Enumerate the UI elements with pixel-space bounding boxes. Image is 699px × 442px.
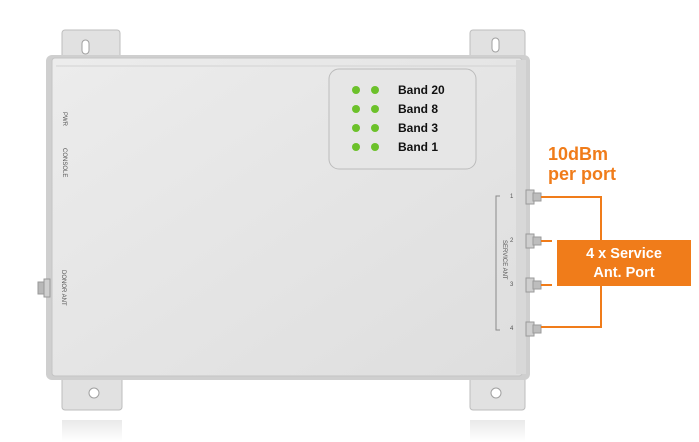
band-20-led-b (371, 86, 379, 94)
band-label: Band 20 (398, 83, 445, 97)
port-number: 3 (510, 282, 514, 288)
band-label: Band 8 (398, 102, 438, 116)
donor-ant-label: DONOR ANT (60, 270, 66, 306)
band-20-led-a (352, 86, 360, 94)
service-ant-connectors (525, 189, 542, 337)
band-label: Band 3 (398, 121, 438, 135)
service-port-3 (525, 277, 542, 293)
band-label: Band 1 (398, 140, 438, 154)
service-port-2 (525, 233, 542, 249)
callout-line-1: 4 x Service (586, 246, 662, 262)
band-8-led-b (371, 105, 379, 113)
port-number: 4 (510, 326, 514, 332)
power-value-text: 10dBm (548, 144, 608, 164)
service-port-callout: 4 x Service Ant. Port (557, 240, 691, 286)
service-port-4 (525, 321, 542, 337)
service-ant-group: SERVICE ANT 1 2 3 4 (495, 194, 514, 332)
band-1-led-a (352, 143, 360, 151)
power-unit-text: per port (548, 164, 616, 184)
band-8-led-a (352, 105, 360, 113)
band-row: Band 8 (352, 102, 438, 116)
band-row: Band 20 (352, 83, 445, 97)
led-status-panel: Band 20 Band 8 Band 3 Band 1 (328, 68, 477, 170)
band-3-led-b (371, 124, 379, 132)
port-number: 1 (510, 194, 514, 200)
band-row: Band 1 (352, 140, 438, 154)
band-3-led-a (352, 124, 360, 132)
floor-reflection (62, 420, 525, 442)
port-number: 2 (510, 238, 514, 244)
callout-line-2: Ant. Port (593, 265, 654, 281)
left-side-labels: PWR CONSOLE DONOR ANT (60, 112, 67, 306)
donor-ant-port (37, 278, 51, 298)
console-label: CONSOLE (61, 148, 67, 177)
band-row: Band 3 (352, 121, 438, 135)
pwr-label: PWR (61, 112, 67, 127)
service-port-1 (525, 189, 542, 205)
top-mounting-brackets (61, 29, 526, 61)
band-1-led-b (371, 143, 379, 151)
power-annotation: 10dBm per port (548, 144, 616, 184)
service-ant-label: SERVICE ANT (501, 240, 507, 280)
